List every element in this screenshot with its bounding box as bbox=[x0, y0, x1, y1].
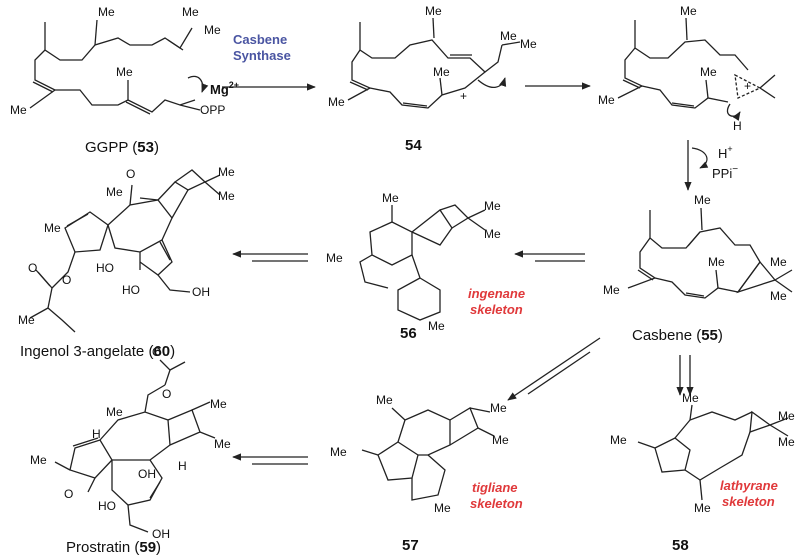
ingenol-me-4: Me bbox=[218, 189, 235, 203]
c56-label: 56 bbox=[400, 325, 417, 342]
cyclopropyl-cation-structure bbox=[617, 17, 776, 121]
c58-me-2: Me bbox=[610, 433, 627, 447]
ggpp-opp-label: OPP bbox=[200, 103, 225, 117]
c58-me-1: Me bbox=[682, 391, 699, 405]
c58-me-3: Me bbox=[778, 409, 795, 423]
prostratin-keto-o: O bbox=[64, 487, 73, 501]
cation-plus: + bbox=[744, 79, 751, 93]
ingenol-ho-1: HO bbox=[96, 261, 114, 275]
prostratin-acetyl-o: O bbox=[152, 345, 161, 359]
prostratin-me-4: Me bbox=[214, 437, 231, 451]
proton-loss-label: H+ bbox=[718, 144, 733, 161]
enzyme-name-line1: Casbene bbox=[233, 32, 287, 47]
ggpp-label: GGPP (53) bbox=[85, 139, 159, 156]
arrow-casbene-to-57-second bbox=[527, 351, 591, 395]
c58-label: 58 bbox=[672, 537, 689, 554]
c54-me-3: Me bbox=[520, 37, 537, 51]
ingenane-skeleton-structure bbox=[359, 204, 486, 321]
casbene-me-1: Me bbox=[694, 193, 711, 207]
magnesium-label: Mg2+ bbox=[210, 80, 239, 97]
cation-me-3: Me bbox=[700, 65, 717, 79]
c57-me-4: Me bbox=[492, 433, 509, 447]
ingenol-me-1: Me bbox=[106, 185, 123, 199]
tigliane-skeleton-structure bbox=[361, 407, 495, 501]
prostratin-me-3: Me bbox=[210, 397, 227, 411]
c54-me-5: Me bbox=[433, 65, 450, 79]
c54-cation: + bbox=[460, 89, 467, 103]
c56-skeleton-label-1: ingenane bbox=[468, 286, 525, 301]
prostratin-h-1: H bbox=[92, 427, 101, 441]
ingenol-me-5: Me bbox=[18, 313, 35, 327]
ggpp-me-5: Me bbox=[10, 103, 27, 117]
c56-me-4: Me bbox=[484, 227, 501, 241]
enzyme-name-line2: Synthase bbox=[233, 48, 291, 63]
prostratin-ester-o: O bbox=[162, 387, 171, 401]
ingenol-oh: OH bbox=[192, 285, 210, 299]
ingenol-carbonyl-o: O bbox=[126, 167, 135, 181]
prostratin-structure bbox=[54, 359, 216, 533]
prostratin-h-2: H bbox=[178, 459, 187, 473]
ggpp-me-2: Me bbox=[182, 5, 199, 19]
ingenol-me-3: Me bbox=[218, 165, 235, 179]
prostratin-oh: OH bbox=[138, 467, 156, 481]
ggpp-me-3: Me bbox=[204, 23, 221, 37]
c57-me-2: Me bbox=[330, 445, 347, 459]
ingenol-ho-2: HO bbox=[122, 283, 140, 297]
ggpp-me-4: Me bbox=[116, 65, 133, 79]
c57-label: 57 bbox=[402, 537, 419, 554]
c58-me-4: Me bbox=[778, 435, 795, 449]
c56-me-3: Me bbox=[484, 199, 501, 213]
arrow-casbene-to-57 bbox=[507, 337, 601, 401]
casbene-me-2: Me bbox=[603, 283, 620, 297]
casbene-label: Casbene (55) bbox=[632, 327, 723, 344]
ggpp-structure bbox=[29, 19, 209, 115]
c56-me-2: Me bbox=[326, 251, 343, 265]
c54-label: 54 bbox=[405, 137, 422, 154]
prostratin-ch2oh: OH bbox=[152, 527, 170, 541]
c56-skeleton-label-2: skeleton bbox=[470, 302, 523, 317]
c56-me-5: Me bbox=[428, 319, 445, 333]
c57-skeleton-label-2: skeleton bbox=[470, 496, 523, 511]
c54-me-1: Me bbox=[425, 4, 442, 18]
cation-h: H bbox=[733, 119, 742, 133]
ingenol-ester-o: O bbox=[28, 261, 37, 275]
c57-me-3: Me bbox=[490, 401, 507, 415]
ingenol-ester-o2: O bbox=[62, 273, 71, 287]
c57-skeleton-label-1: tigliane bbox=[472, 480, 518, 495]
casbene-me-5: Me bbox=[770, 289, 787, 303]
prostratin-ho: HO bbox=[98, 499, 116, 513]
c54-me-2: Me bbox=[500, 29, 517, 43]
ingenol-me-2: Me bbox=[44, 221, 61, 235]
prostratin-me-2: Me bbox=[30, 453, 47, 467]
casbene-me-4: Me bbox=[770, 255, 787, 269]
c58-skeleton-label-2: skeleton bbox=[722, 494, 775, 509]
c57-me-5: Me bbox=[434, 501, 451, 515]
lathyrane-skeleton-structure bbox=[637, 404, 789, 501]
prostratin-me-1: Me bbox=[106, 405, 123, 419]
c58-skeleton-label-1: lathyrane bbox=[720, 478, 778, 493]
ppi-loss-label: PPi− bbox=[712, 164, 738, 181]
ggpp-me-1: Me bbox=[98, 5, 115, 19]
cation-me-1: Me bbox=[680, 4, 697, 18]
c58-me-5: Me bbox=[694, 501, 711, 515]
c57-me-1: Me bbox=[376, 393, 393, 407]
c56-me-1: Me bbox=[382, 191, 399, 205]
c54-me-4: Me bbox=[328, 95, 345, 109]
cation-me-2: Me bbox=[598, 93, 615, 107]
prostratin-label: Prostratin (59) bbox=[66, 539, 161, 556]
casbene-me-3: Me bbox=[708, 255, 725, 269]
ingenol-angelate-structure bbox=[29, 169, 221, 333]
intermediate-54-structure bbox=[347, 17, 521, 109]
ingenol-label: Ingenol 3-angelate (60) bbox=[20, 343, 175, 360]
casbene-structure bbox=[627, 207, 793, 299]
